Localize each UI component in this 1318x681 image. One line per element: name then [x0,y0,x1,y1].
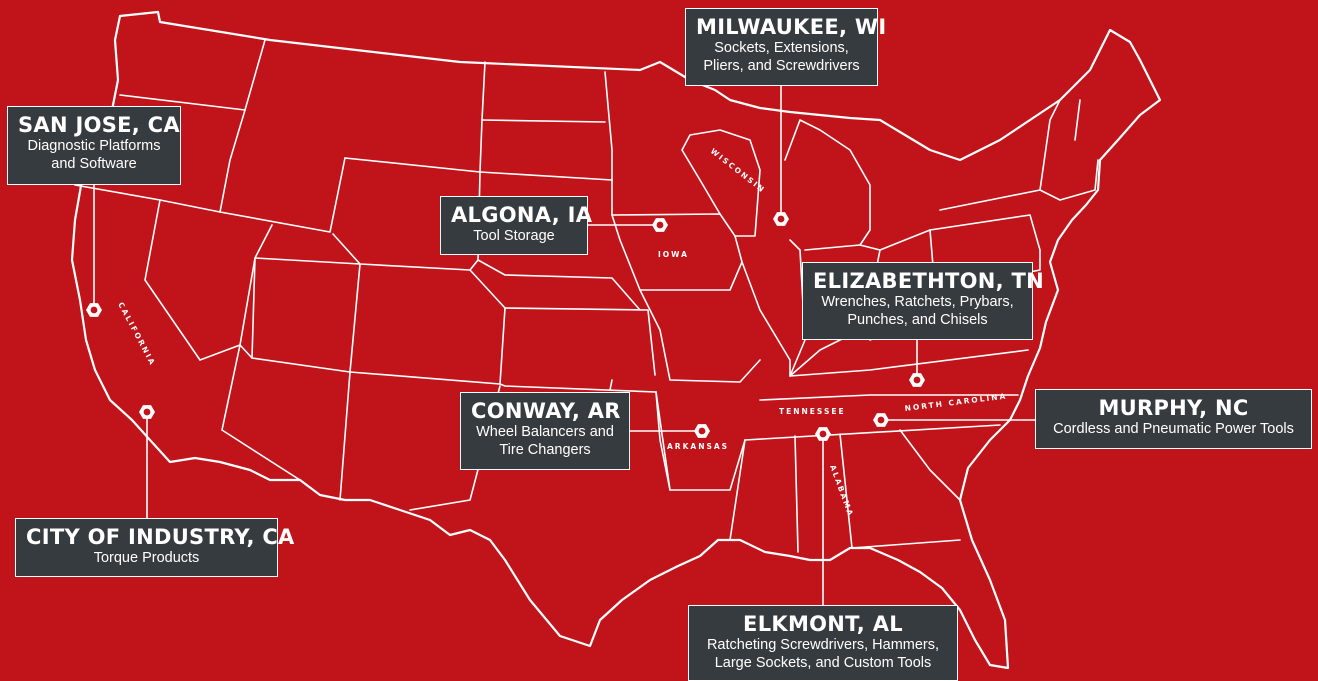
callout-description: Diagnostic Platforms and Software [27,138,161,172]
state-label-tennessee: TENNESSEE [779,407,846,416]
hex-nut-marker-icon[interactable] [815,427,831,441]
callout-city-name: MURPHY, NC [1098,396,1249,420]
callout-elkmont[interactable]: ELKMONT, AL Ratcheting Screwdrivers, Ham… [688,605,958,681]
callout-description: Tool Storage [473,228,555,244]
callout-city-name: MILWAUKEE, WI [696,15,887,39]
hex-nut-marker-icon[interactable] [773,212,789,226]
markers [86,212,925,441]
callout-san-jose[interactable]: SAN JOSE, CA Diagnostic Platforms and So… [7,106,181,185]
callout-description: Wrenches, Ratchets, Prybars, Punches, an… [821,294,1014,328]
callout-city-name: ELKMONT, AL [743,612,903,636]
callout-milwaukee[interactable]: MILWAUKEE, WI Sockets, Extensions, Plier… [685,8,887,86]
callout-city-name: SAN JOSE, CA [18,113,180,137]
callout-city-name: CONWAY, AR [471,399,621,423]
state-label-arkansas: ARKANSAS [667,442,729,451]
callout-city-name: ALGONA, IA [451,203,593,227]
callout-description: Torque Products [93,550,200,566]
callout-description: Cordless and Pneumatic Power Tools [1053,421,1294,437]
leader-lines [93,86,1036,606]
callout-conway[interactable]: CONWAY, AR Wheel Balancers and Tire Chan… [460,392,630,470]
callout-description: Wheel Balancers and Tire Changers [476,424,614,458]
hex-nut-marker-icon[interactable] [873,413,889,427]
callout-city-name: CITY OF INDUSTRY, CA [26,525,295,549]
state-label-iowa: IOWA [658,250,689,259]
callout-murphy[interactable]: MURPHY, NC Cordless and Pneumatic Power … [1035,389,1312,449]
hex-nut-marker-icon[interactable] [652,218,668,232]
callout-description: Sockets, Extensions, Pliers, and Screwdr… [703,40,860,74]
callout-city-name: ELIZABETHTON, TN [813,269,1045,293]
callout-algona[interactable]: ALGONA, IA Tool Storage [440,196,593,255]
hex-nut-marker-icon[interactable] [86,303,102,317]
hex-nut-marker-icon[interactable] [694,424,710,438]
callout-city-of-industry[interactable]: CITY OF INDUSTRY, CA Torque Products [15,518,295,577]
callout-elizabethton[interactable]: ELIZABETHTON, TN Wrenches, Ratchets, Pry… [802,262,1045,340]
us-outline [70,10,1162,670]
callout-description: Ratcheting Screwdrivers, Hammers, Large … [706,637,940,671]
hex-nut-marker-icon[interactable] [909,373,925,387]
hex-nut-marker-icon[interactable] [139,405,155,419]
